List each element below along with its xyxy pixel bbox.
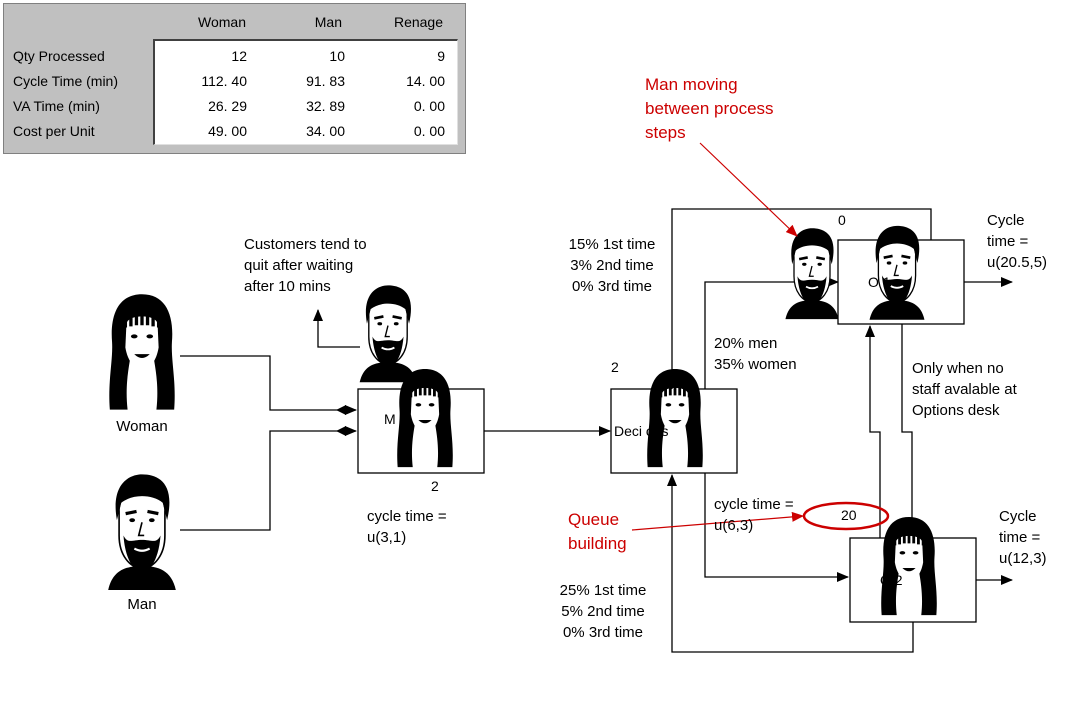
arrow-head	[336, 405, 346, 415]
renege-connector	[313, 309, 360, 348]
cell: 32. 89	[306, 98, 345, 114]
man-moving-icon	[784, 226, 840, 321]
cell: 0. 00	[413, 98, 445, 114]
arrow-head	[336, 426, 346, 436]
man-moving-annotation: Man moving between process steps	[645, 75, 774, 142]
man-source-label: Man	[127, 596, 157, 613]
woman-source-label: Woman	[116, 418, 168, 435]
queue-pointer	[631, 511, 804, 531]
options-queue-count: 0	[838, 212, 846, 228]
cell: 49. 00	[208, 123, 247, 139]
man-moving-pointer	[699, 142, 798, 237]
cell: 0. 00	[413, 123, 445, 139]
upper-rework-note: 15% 1st time 3% 2nd time 0% 3rd time	[568, 236, 656, 295]
options-box-label: O 1	[868, 274, 891, 290]
upper-rework-loop	[671, 208, 932, 389]
man-waiting-icon	[358, 283, 418, 384]
decision-box-label: Deci ons	[614, 423, 669, 439]
overflow-return-connector	[901, 324, 913, 538]
decision-to-lower-connector	[704, 473, 849, 582]
cell: 10	[329, 48, 345, 64]
meet-cycle-time: cycle time = u(3,1)	[367, 508, 447, 546]
lower-cycle-time: Cycle time = u(12,3)	[999, 508, 1047, 567]
overflow-note: Only when no staff avalable at Options d…	[912, 360, 1017, 419]
man-source-icon	[106, 472, 178, 590]
row-label-va: VA Time (min)	[13, 98, 100, 114]
queue-building-annotation: Queue building	[568, 510, 627, 553]
cell: 26. 29	[208, 98, 247, 114]
lower-rework-note: 25% 1st time 5% 2nd time 0% 3rd time	[559, 582, 647, 641]
cell: 12	[231, 48, 247, 64]
man-in-options-icon	[868, 224, 926, 322]
queue-count-highlighted: 20	[841, 507, 857, 523]
col-header-renage: Renage	[393, 14, 443, 30]
decision-cycle-time: cycle time = u(6,3)	[714, 496, 794, 534]
renege-note: Customers tend to quit after waiting aft…	[244, 236, 367, 295]
split-note: 20% men 35% women	[714, 335, 797, 373]
stats-panel: Woman Man Renage Qty Processed Cycle Tim…	[3, 3, 466, 154]
row-label-qty: Qty Processed	[13, 48, 105, 64]
decision-to-options-connector	[704, 277, 839, 389]
cell: 112. 40	[201, 73, 247, 89]
row-label-cost: Cost per Unit	[13, 123, 95, 139]
cell: 34. 00	[306, 123, 345, 139]
row-label-cycle: Cycle Time (min)	[13, 73, 119, 89]
options-cycle-time: Cycle time = u(20.5,5)	[987, 212, 1048, 271]
cell: 91. 83	[306, 73, 345, 89]
col-header-woman: Woman	[198, 14, 246, 30]
meet-box-label: M d	[384, 411, 408, 427]
cell: 14. 00	[406, 73, 445, 89]
decision-queue-count: 2	[611, 359, 619, 375]
queue-highlight-ellipse	[802, 501, 890, 531]
woman-source-icon	[107, 292, 177, 412]
woman-to-meet-connector	[180, 355, 357, 415]
lower-rework-loop	[667, 474, 914, 653]
stats-values-box: 12 10 9 112. 40 91. 83 14. 00 26. 29 32.…	[153, 39, 458, 145]
overflow-up-connector	[865, 325, 881, 538]
meet-queue-count: 2	[431, 478, 439, 494]
lower-box-label: O 2	[880, 572, 903, 588]
cell: 9	[437, 48, 445, 64]
man-to-meet-connector	[180, 426, 357, 531]
col-header-man: Man	[314, 14, 342, 30]
